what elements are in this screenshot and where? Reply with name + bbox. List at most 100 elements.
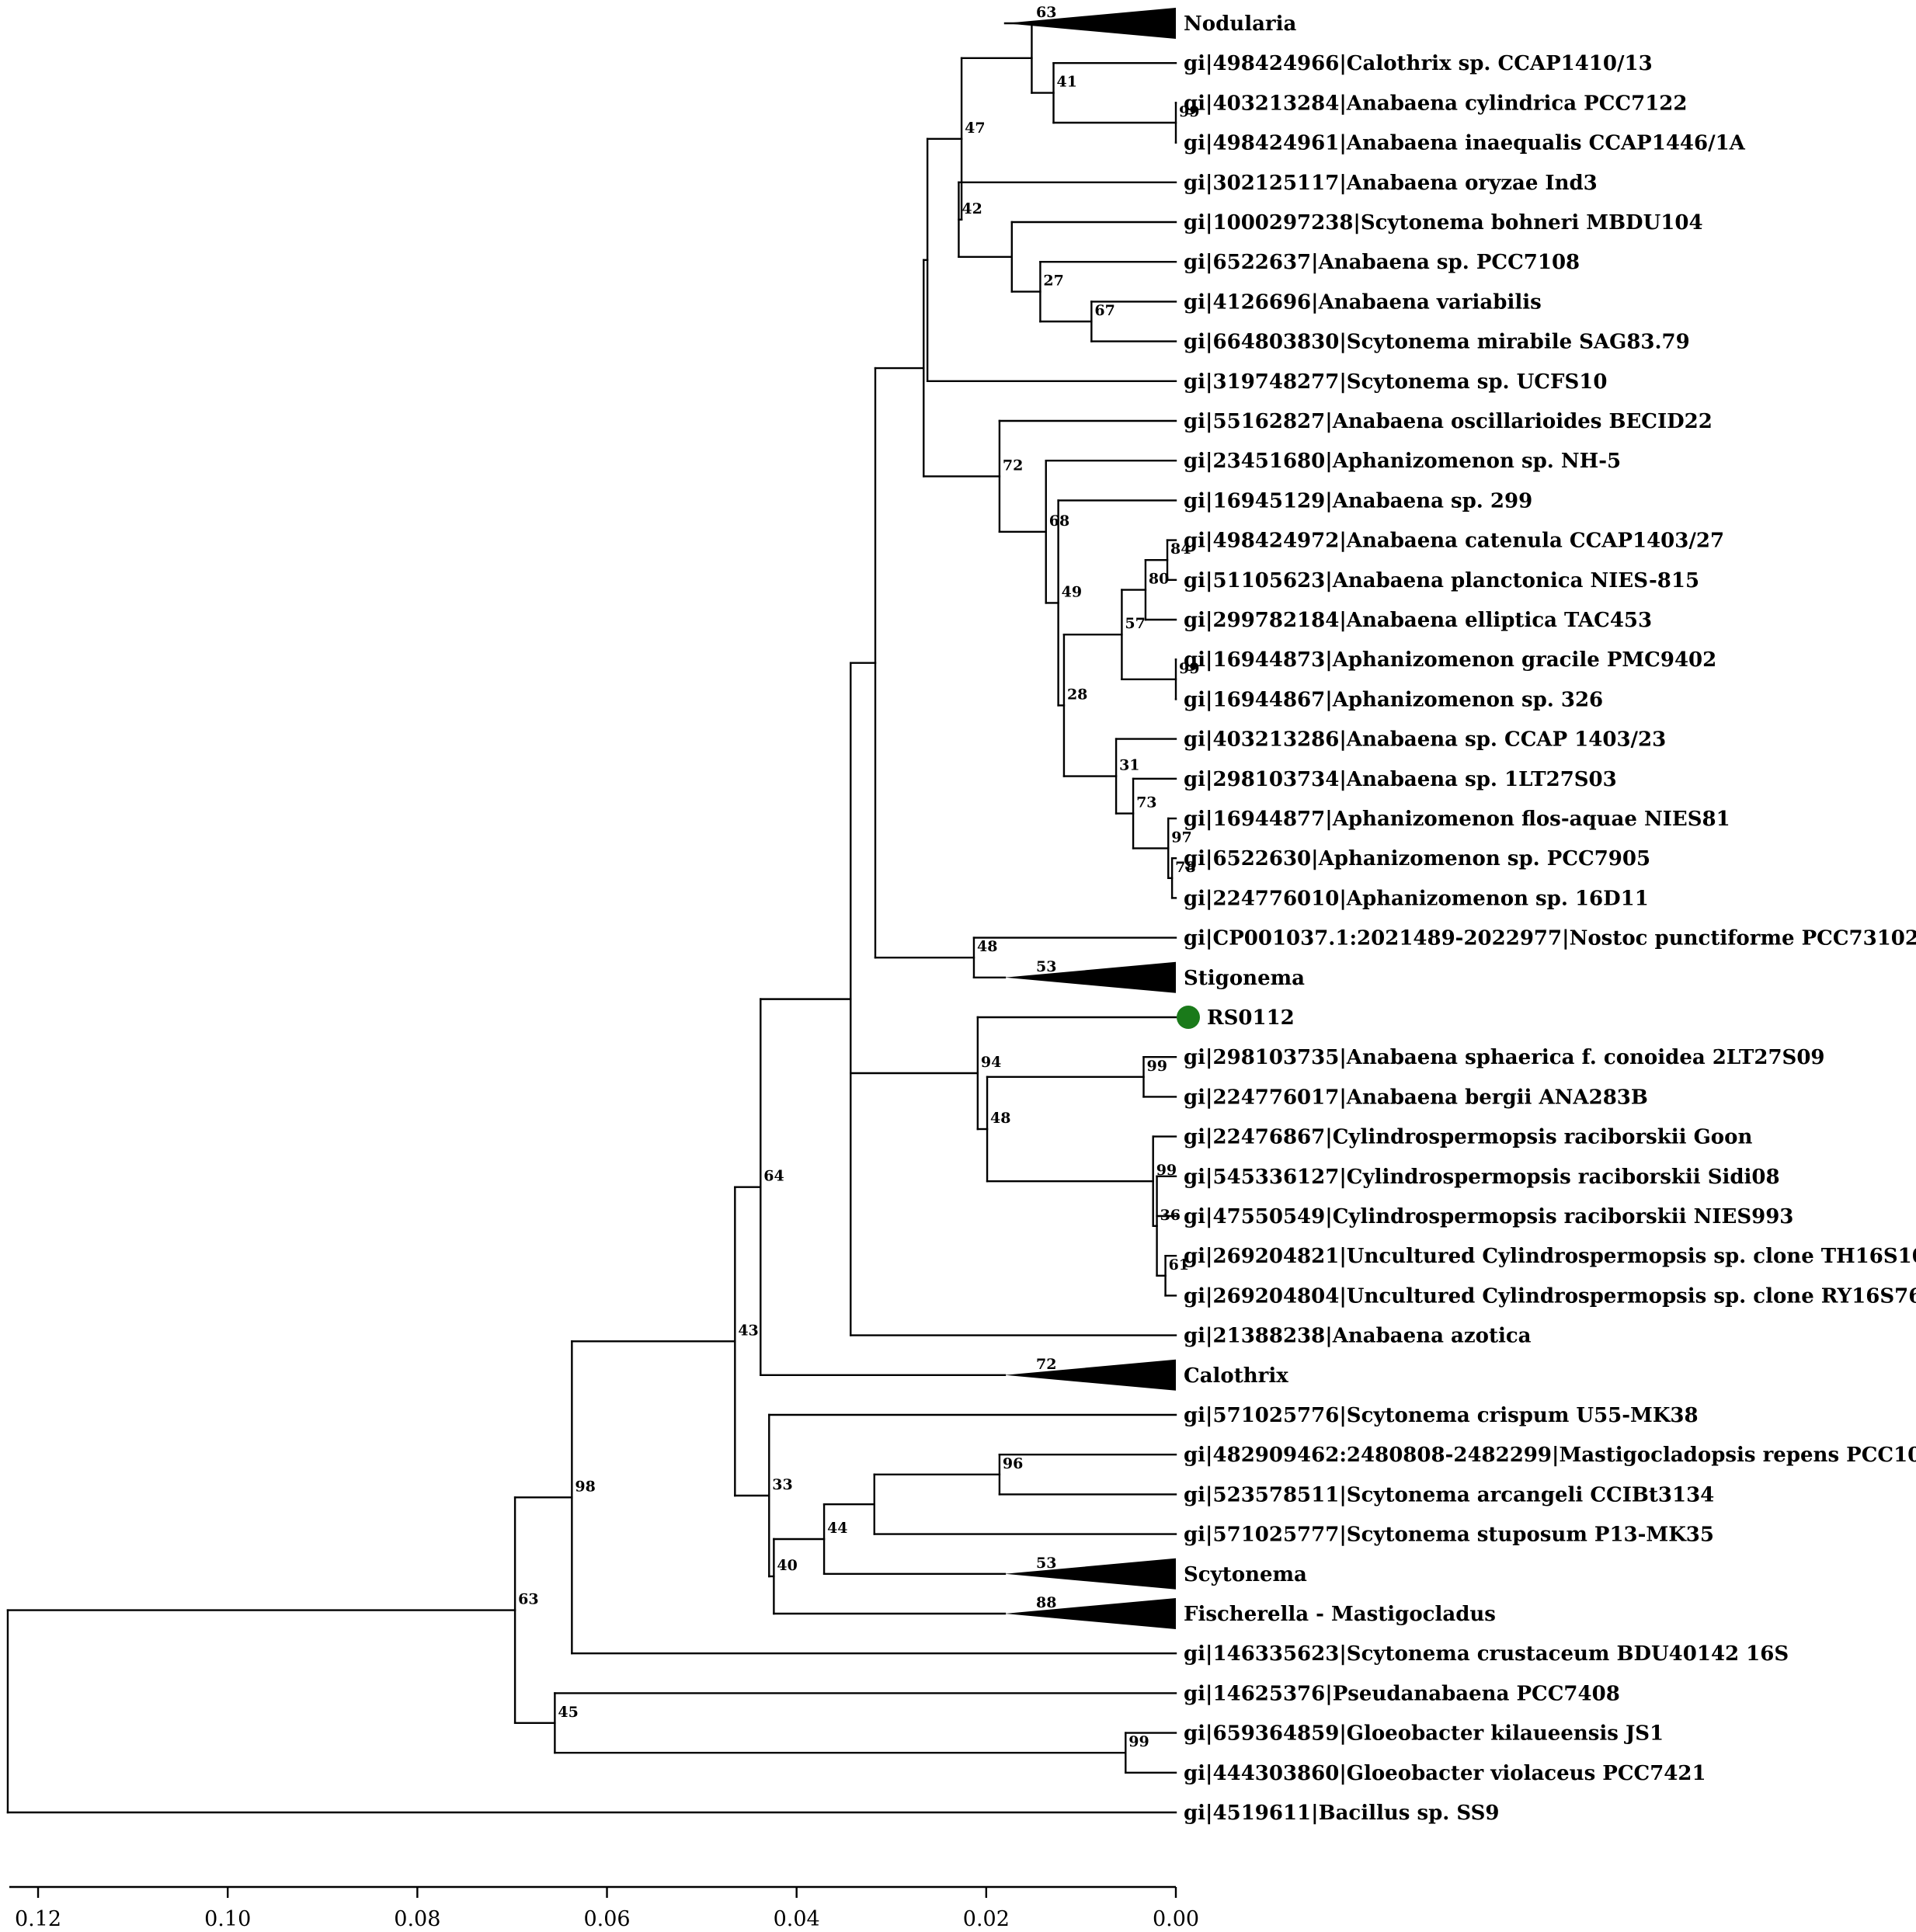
- taxon-label: RS0112: [1207, 1006, 1295, 1030]
- axis-tick-label: 0.12: [15, 1907, 61, 1931]
- bootstrap-value: 64: [763, 1168, 784, 1185]
- bootstrap-value: 49: [1062, 583, 1082, 600]
- taxon-label: gi|55162827|Anabaena oscillarioides BECI…: [1184, 410, 1713, 433]
- collapsed-clade-triangle: [1005, 1558, 1176, 1590]
- taxon-label: gi|482909462:2480808-2482299|Mastigoclad…: [1184, 1444, 1916, 1467]
- clade-support-value: 53: [1036, 1555, 1056, 1572]
- bootstrap-value: 48: [990, 1110, 1010, 1127]
- axis-tick-label: 0.08: [394, 1907, 440, 1931]
- taxon-label: gi|14625376|Pseudanabaena PCC7408: [1184, 1682, 1620, 1705]
- taxon-label: gi|4126696|Anabaena variabilis: [1184, 290, 1542, 314]
- axis-tick-label: 0.00: [1153, 1907, 1199, 1931]
- axis-tick-label: 0.02: [963, 1907, 1010, 1931]
- bootstrap-value: 97: [1171, 829, 1191, 846]
- axis-tick-label: 0.10: [204, 1907, 251, 1931]
- taxon-label: gi|6522630|Aphanizomenon sp. PCC7905: [1184, 847, 1650, 870]
- bootstrap-value: 40: [777, 1557, 797, 1574]
- taxon-label: gi|403213286|Anabaena sp. CCAP 1403/23: [1184, 728, 1666, 752]
- clade-label: Calothrix: [1184, 1364, 1288, 1388]
- bootstrap-value: 63: [518, 1591, 538, 1608]
- bootstrap-value: 78: [1175, 859, 1195, 876]
- bootstrap-values: 6398436447419942276772684928578084993173…: [518, 4, 1199, 1750]
- taxon-label: gi|298103735|Anabaena sphaerica f. conoi…: [1184, 1046, 1825, 1069]
- clade-support-value: 53: [1036, 958, 1056, 975]
- bootstrap-value: 44: [827, 1520, 847, 1537]
- bootstrap-value: 99: [1128, 1733, 1149, 1750]
- bootstrap-value: 47: [965, 120, 985, 137]
- taxon-label: gi|47550549|Cylindrospermopsis raciborsk…: [1184, 1205, 1793, 1228]
- bootstrap-value: 45: [558, 1704, 578, 1721]
- collapsed-clade-triangle: [1005, 1598, 1176, 1629]
- bootstrap-value: 57: [1125, 615, 1145, 632]
- taxon-label: gi|269204821|Uncultured Cylindrospermops…: [1184, 1245, 1916, 1268]
- taxon-label: gi|4519611|Bacillus sp. SS9: [1184, 1802, 1499, 1825]
- clade-label: Nodularia: [1184, 12, 1296, 36]
- clade-label: Stigonema: [1184, 967, 1305, 990]
- clade-support-value: 63: [1036, 4, 1056, 21]
- taxon-label: gi|498424966|Calothrix sp. CCAP1410/13: [1184, 52, 1653, 75]
- bootstrap-value: 80: [1149, 571, 1169, 588]
- taxon-label: gi|403213284|Anabaena cylindrica PCC7122: [1184, 92, 1687, 115]
- bootstrap-value: 99: [1179, 103, 1199, 120]
- taxon-label: gi|269204804|Uncultured Cylindrospermops…: [1184, 1284, 1916, 1308]
- collapsed-clade-triangle: [1005, 8, 1176, 39]
- taxon-label: gi|1000297238|Scytonema bohneri MBDU104: [1184, 211, 1703, 235]
- taxon-label: gi|16944867|Aphanizomenon sp. 326: [1184, 688, 1603, 711]
- bootstrap-value: 33: [772, 1476, 792, 1493]
- bootstrap-value: 36: [1160, 1207, 1181, 1224]
- axis-tick-label: 0.06: [583, 1907, 630, 1931]
- taxon-label: gi|444303860|Gloeobacter violaceus PCC74…: [1184, 1762, 1706, 1785]
- taxon-label: gi|319748277|Scytonema sp. UCFS10: [1184, 370, 1607, 394]
- taxon-label: gi|302125117|Anabaena oryzae Ind3: [1184, 172, 1598, 195]
- clade-support-value: 72: [1036, 1356, 1056, 1373]
- clade-label: Scytonema: [1184, 1563, 1307, 1586]
- taxon-label: gi|664803830|Scytonema mirabile SAG83.79: [1184, 331, 1690, 354]
- taxon-label: gi|298103734|Anabaena sp. 1LT27S03: [1184, 768, 1617, 791]
- taxon-label: gi|571025777|Scytonema stuposum P13-MK35: [1184, 1524, 1714, 1547]
- bootstrap-value: 99: [1179, 660, 1199, 677]
- bootstrap-value: 61: [1169, 1256, 1189, 1274]
- sample-marker-icon: [1177, 1006, 1200, 1029]
- tree-branches: [6, 22, 1177, 1814]
- bootstrap-value: 48: [977, 938, 997, 955]
- taxon-label: gi|16944877|Aphanizomenon flos-aquae NIE…: [1184, 808, 1730, 831]
- scale-axis: 0.12 0.10 0.08 0.06 0.04 0.02 0.00: [9, 1885, 1199, 1931]
- bootstrap-value: 28: [1067, 686, 1087, 703]
- taxon-label: gi|16944873|Aphanizomenon gracile PMC940…: [1184, 648, 1716, 672]
- taxon-label: gi|224776010|Aphanizomenon sp. 16D11: [1184, 887, 1649, 910]
- taxon-label: gi|16945129|Anabaena sp. 299: [1184, 489, 1532, 513]
- bootstrap-value: 41: [1057, 74, 1077, 91]
- taxon-label: gi|545336127|Cylindrospermopsis racibors…: [1184, 1166, 1780, 1189]
- collapsed-clade-triangle: [1005, 1359, 1176, 1391]
- axis-tick-label: 0.04: [774, 1907, 820, 1931]
- bootstrap-value: 27: [1043, 273, 1063, 290]
- bootstrap-value: 72: [1003, 457, 1023, 474]
- bootstrap-value: 99: [1146, 1058, 1167, 1075]
- collapsed-clades: [1005, 8, 1176, 1629]
- taxon-label: gi|22476867|Cylindrospermopsis raciborsk…: [1184, 1126, 1752, 1149]
- bootstrap-value: 43: [738, 1322, 758, 1339]
- taxon-label: gi|51105623|Anabaena planctonica NIES-81…: [1184, 569, 1699, 592]
- taxon-labels: Nodularia gi|498424966|Calothrix sp. CCAP…: [1177, 12, 1916, 1825]
- bootstrap-value: 31: [1119, 757, 1139, 774]
- taxon-label: gi|21388238|Anabaena azotica: [1184, 1325, 1532, 1348]
- taxon-label: gi|659364859|Gloeobacter kilaueensis JS1: [1184, 1722, 1664, 1746]
- bootstrap-value: 94: [981, 1054, 1001, 1071]
- bootstrap-value: 98: [575, 1478, 595, 1495]
- taxon-label: gi|224776017|Anabaena bergii ANA283B: [1184, 1086, 1648, 1109]
- taxon-label: gi|23451680|Aphanizomenon sp. NH-5: [1184, 450, 1621, 473]
- bootstrap-value: 73: [1136, 794, 1156, 811]
- taxon-label: gi|146335623|Scytonema crustaceum BDU401…: [1184, 1642, 1789, 1666]
- bootstrap-value: 68: [1049, 513, 1069, 530]
- taxon-label: gi|571025776|Scytonema crispum U55-MK38: [1184, 1404, 1699, 1427]
- taxon-label: gi|6522637|Anabaena sp. PCC7108: [1184, 251, 1580, 274]
- taxon-label: gi|498424961|Anabaena inaequalis CCAP144…: [1184, 132, 1746, 155]
- collapsed-clade-triangle: [1005, 961, 1176, 993]
- clade-label: Fischerella - Mastigocladus: [1184, 1603, 1496, 1626]
- taxon-label: gi|498424972|Anabaena catenula CCAP1403/…: [1184, 530, 1724, 553]
- bootstrap-value: 42: [961, 200, 982, 217]
- bootstrap-value: 96: [1003, 1455, 1023, 1472]
- bootstrap-value: 84: [1170, 540, 1191, 558]
- taxon-label: gi|CP001037.1:2021489-2022977|Nostoc pun…: [1184, 927, 1916, 950]
